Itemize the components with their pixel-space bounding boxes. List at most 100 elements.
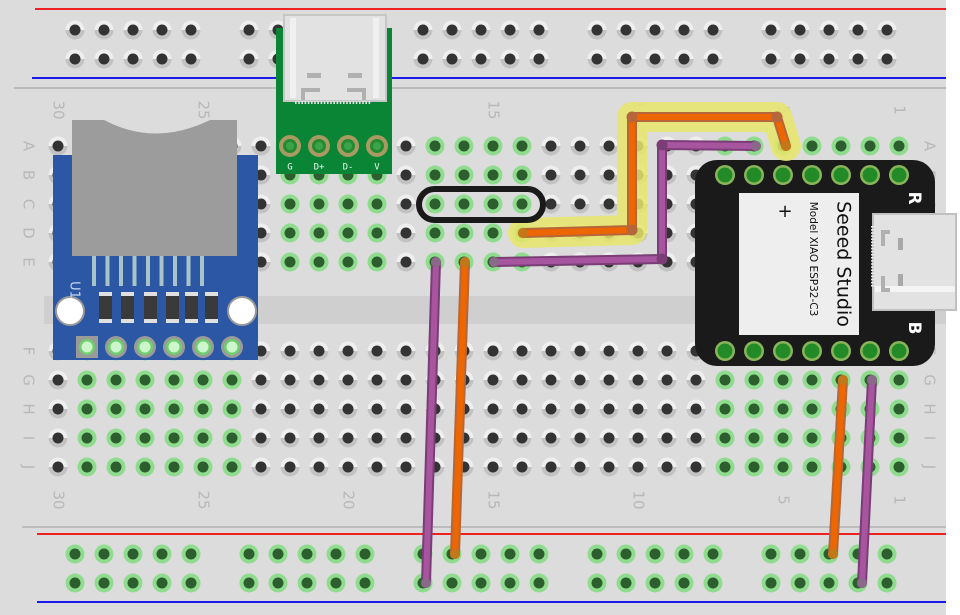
hole-H18[interactable] (396, 399, 416, 419)
rail-hole-top-a-15[interactable] (587, 20, 607, 40)
hole-I4[interactable] (802, 428, 822, 448)
hole-G25[interactable] (193, 370, 213, 390)
hole-F12[interactable] (570, 341, 590, 361)
rail-hole-top-a-22[interactable] (819, 20, 839, 40)
xiao-esp32-c3[interactable]: Seeed Studio Model XIAO ESP32-C3 + R B (695, 160, 957, 366)
rail-hole-top-b-1[interactable] (94, 49, 114, 69)
wire-purple-E16-bottom-rail-bottom-row-16[interactable] (421, 257, 441, 588)
hole-I26[interactable] (164, 428, 184, 448)
hole-H30[interactable] (48, 399, 68, 419)
hole-H20[interactable] (338, 399, 358, 419)
rail-hole-bottom-a-19[interactable] (703, 544, 723, 564)
hole-C16[interactable] (454, 194, 474, 214)
hole-B16[interactable] (454, 165, 474, 185)
hole-selection-outline[interactable] (416, 186, 546, 223)
wire-endpoint[interactable] (751, 141, 761, 151)
hole-J10[interactable] (628, 457, 648, 477)
hole-J26[interactable] (164, 457, 184, 477)
hole-G5[interactable] (773, 370, 793, 390)
hole-J15[interactable] (483, 457, 503, 477)
hole-G21[interactable] (309, 370, 329, 390)
hole-F10[interactable] (628, 341, 648, 361)
rail-hole-bottom-a-12[interactable] (471, 544, 491, 564)
hole-H24[interactable] (222, 399, 242, 419)
hole-J1[interactable] (889, 457, 909, 477)
wire-bendpoint[interactable] (656, 139, 668, 151)
hole-J24[interactable] (222, 457, 242, 477)
hole-A3[interactable] (831, 136, 851, 156)
hole-J14[interactable] (512, 457, 532, 477)
hole-H22[interactable] (280, 399, 300, 419)
rail-hole-bottom-b-3[interactable] (152, 573, 172, 593)
hole-G22[interactable] (280, 370, 300, 390)
hole-I30[interactable] (48, 428, 68, 448)
hole-B17[interactable] (425, 165, 445, 185)
rail-hole-bottom-b-21[interactable] (790, 573, 810, 593)
rail-hole-top-b-11[interactable] (442, 49, 462, 69)
hole-G4[interactable] (802, 370, 822, 390)
wire-bendpoint[interactable] (771, 111, 783, 123)
wire-endpoint[interactable] (867, 375, 877, 385)
rail-hole-bottom-a-4[interactable] (181, 544, 201, 564)
rail-hole-bottom-a-9[interactable] (355, 544, 375, 564)
hole-F18[interactable] (396, 341, 416, 361)
hole-A4[interactable] (802, 136, 822, 156)
sd-card-module[interactable]: U1 (53, 120, 258, 360)
wire-bendpoint[interactable] (626, 111, 638, 123)
hole-I19[interactable] (367, 428, 387, 448)
hole-G14[interactable] (512, 370, 532, 390)
rail-hole-top-a-20[interactable] (761, 20, 781, 40)
rail-hole-bottom-a-13[interactable] (500, 544, 520, 564)
hole-A1[interactable] (889, 136, 909, 156)
hole-G24[interactable] (222, 370, 242, 390)
rail-hole-bottom-b-19[interactable] (703, 573, 723, 593)
rail-hole-bottom-b-20[interactable] (761, 573, 781, 593)
hole-A30[interactable] (48, 136, 68, 156)
rail-hole-top-b-15[interactable] (587, 49, 607, 69)
rail-hole-top-b-4[interactable] (181, 49, 201, 69)
hole-E21[interactable] (309, 252, 329, 272)
rail-hole-top-a-5[interactable] (239, 20, 259, 40)
rail-hole-bottom-b-24[interactable] (877, 573, 897, 593)
rail-hole-bottom-b-7[interactable] (297, 573, 317, 593)
hole-D21[interactable] (309, 223, 329, 243)
hole-G10[interactable] (628, 370, 648, 390)
hole-J9[interactable] (657, 457, 677, 477)
rail-hole-bottom-b-17[interactable] (645, 573, 665, 593)
hole-H28[interactable] (106, 399, 126, 419)
rail-hole-bottom-b-9[interactable] (355, 573, 375, 593)
hole-G20[interactable] (338, 370, 358, 390)
hole-I6[interactable] (744, 428, 764, 448)
hole-F14[interactable] (512, 341, 532, 361)
hole-H14[interactable] (512, 399, 532, 419)
hole-B15[interactable] (483, 165, 503, 185)
hole-A17[interactable] (425, 136, 445, 156)
rail-hole-bottom-b-14[interactable] (529, 573, 549, 593)
hole-I20[interactable] (338, 428, 358, 448)
hole-F9[interactable] (657, 341, 677, 361)
rail-hole-top-a-2[interactable] (123, 20, 143, 40)
hole-J8[interactable] (686, 457, 706, 477)
wire-bendpoint[interactable] (656, 253, 668, 265)
rail-hole-top-a-10[interactable] (413, 20, 433, 40)
hole-I24[interactable] (222, 428, 242, 448)
wire-endpoint[interactable] (431, 257, 441, 267)
rail-hole-top-a-12[interactable] (471, 20, 491, 40)
hole-I7[interactable] (715, 428, 735, 448)
wire-endpoint[interactable] (450, 549, 460, 559)
rail-hole-top-a-0[interactable] (65, 20, 85, 40)
wire-endpoint[interactable] (838, 375, 848, 385)
hole-G9[interactable] (657, 370, 677, 390)
hole-J25[interactable] (193, 457, 213, 477)
rail-hole-top-b-21[interactable] (790, 49, 810, 69)
rail-hole-bottom-b-5[interactable] (239, 573, 259, 593)
wire-purple-E14-A5[interactable] (489, 139, 761, 268)
rail-hole-top-b-19[interactable] (703, 49, 723, 69)
rail-hole-top-b-24[interactable] (877, 49, 897, 69)
hole-F20[interactable] (338, 341, 358, 361)
hole-G23[interactable] (251, 370, 271, 390)
hole-G12[interactable] (570, 370, 590, 390)
hole-H7[interactable] (715, 399, 735, 419)
wire-orange-G3-rail-top-3[interactable] (828, 375, 848, 559)
hole-H11[interactable] (599, 399, 619, 419)
